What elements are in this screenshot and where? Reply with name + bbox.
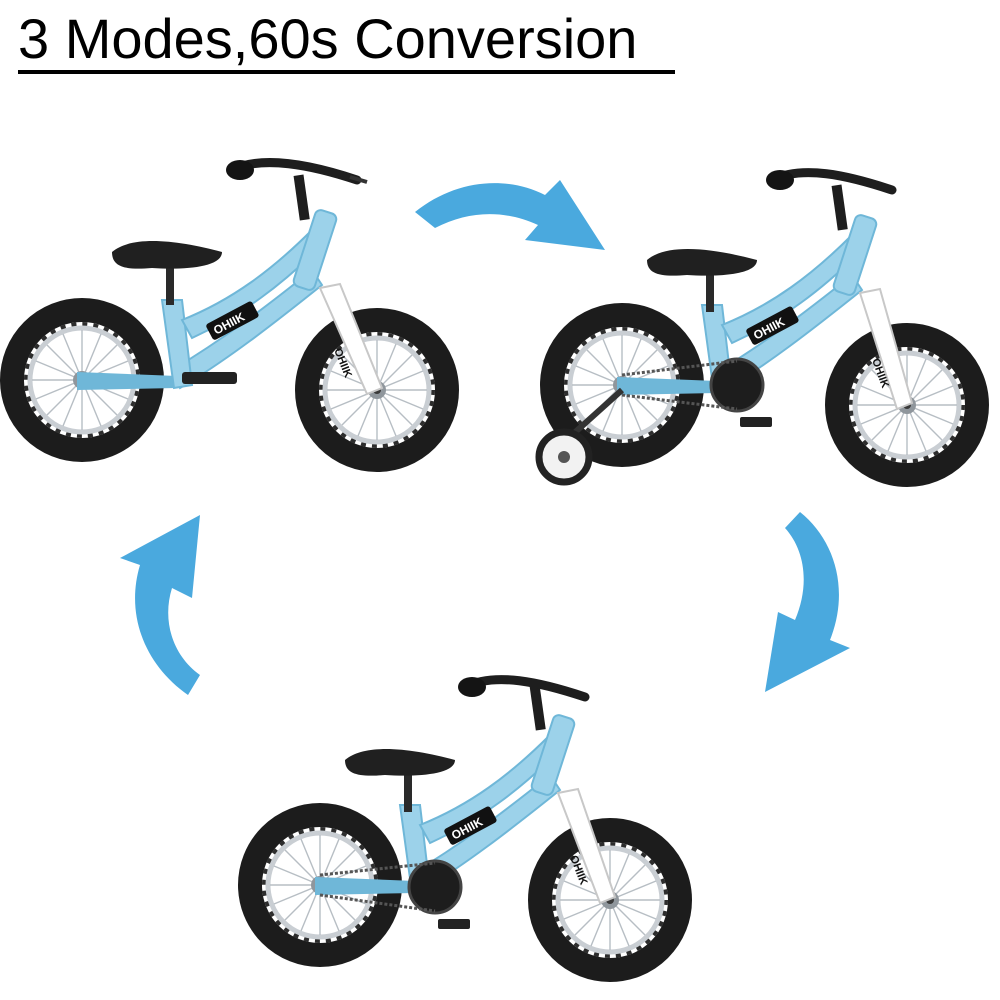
chainring [709, 357, 765, 413]
pedal [438, 919, 470, 929]
frame [170, 268, 324, 390]
chainring [407, 859, 463, 915]
saddle [647, 249, 757, 276]
front-fork [556, 787, 617, 905]
chain [319, 861, 436, 877]
front-fork [858, 287, 914, 411]
chain [621, 359, 738, 377]
saddle [112, 241, 222, 269]
curved-arrow-icon [120, 515, 200, 695]
bike-training-wheels-mode: OHIIK OHIIK [535, 168, 977, 486]
pedal [740, 417, 772, 427]
bike-pedal-mode: OHIIK OHIIK [250, 675, 680, 970]
saddle [345, 749, 455, 776]
curved-arrow-icon [415, 180, 605, 250]
training-wheel [535, 387, 625, 486]
front-fork [318, 282, 384, 396]
page-title: 3 Modes,60s Conversion [18, 7, 638, 70]
rear-fork [77, 372, 177, 390]
footrest [182, 372, 237, 384]
curved-arrow-icon [765, 512, 850, 692]
title-underline [18, 70, 675, 74]
bike-balance-mode: OHIIK OHIIK [12, 158, 447, 460]
